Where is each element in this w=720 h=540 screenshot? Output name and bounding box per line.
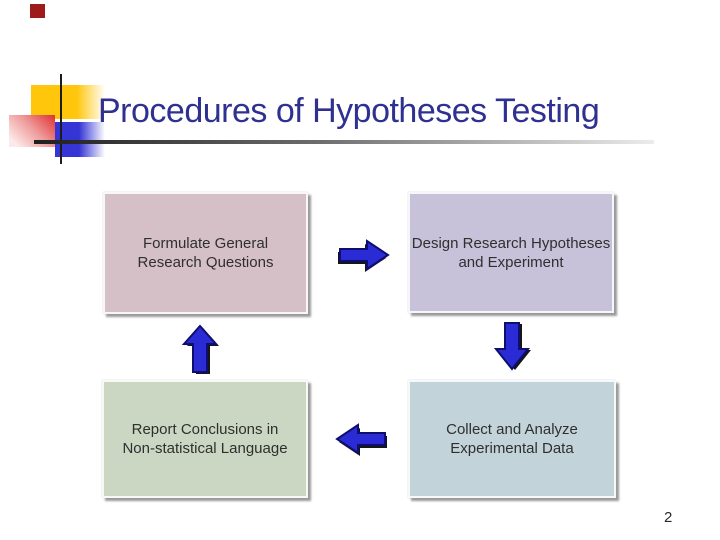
box-label-line: Non-statistical Language: [122, 440, 288, 457]
box-report-conclusions: Report Conclusions in Non-statistical La…: [102, 380, 308, 498]
box-label-line: and Experiment: [458, 253, 564, 271]
corner-red-square: [30, 4, 45, 18]
box-label-line: Collect and Analyze: [446, 421, 578, 438]
arrow-up-icon: [181, 324, 219, 374]
box-label-line: Report Conclusions in: [131, 421, 279, 438]
title-underline-rule: [34, 140, 654, 144]
box-design-research-hypotheses: Design Research Hypotheses and Experimen…: [408, 192, 614, 313]
box-formulate-general-research-questions: Formulate General Research Questions: [103, 192, 308, 314]
box-label-line: Formulate General: [142, 235, 269, 252]
page-number: 2: [664, 509, 673, 526]
box-label-line: Research Questions: [137, 254, 274, 271]
decoration-vertical-line: [60, 74, 62, 164]
arrow-right-icon: [338, 239, 390, 272]
slide-title: Procedures of Hypotheses Testing: [98, 92, 600, 130]
decoration-blue-square: [55, 122, 105, 157]
decoration-yellow-square: [31, 85, 105, 119]
box-label-line: Design Research Hypotheses: [411, 234, 611, 252]
arrow-left-icon: [335, 423, 387, 456]
arrow-down-icon: [493, 322, 531, 371]
box-collect-analyze-data: Collect and Analyze Experimental Data: [408, 380, 616, 498]
box-label-line: Experimental Data: [450, 440, 574, 457]
